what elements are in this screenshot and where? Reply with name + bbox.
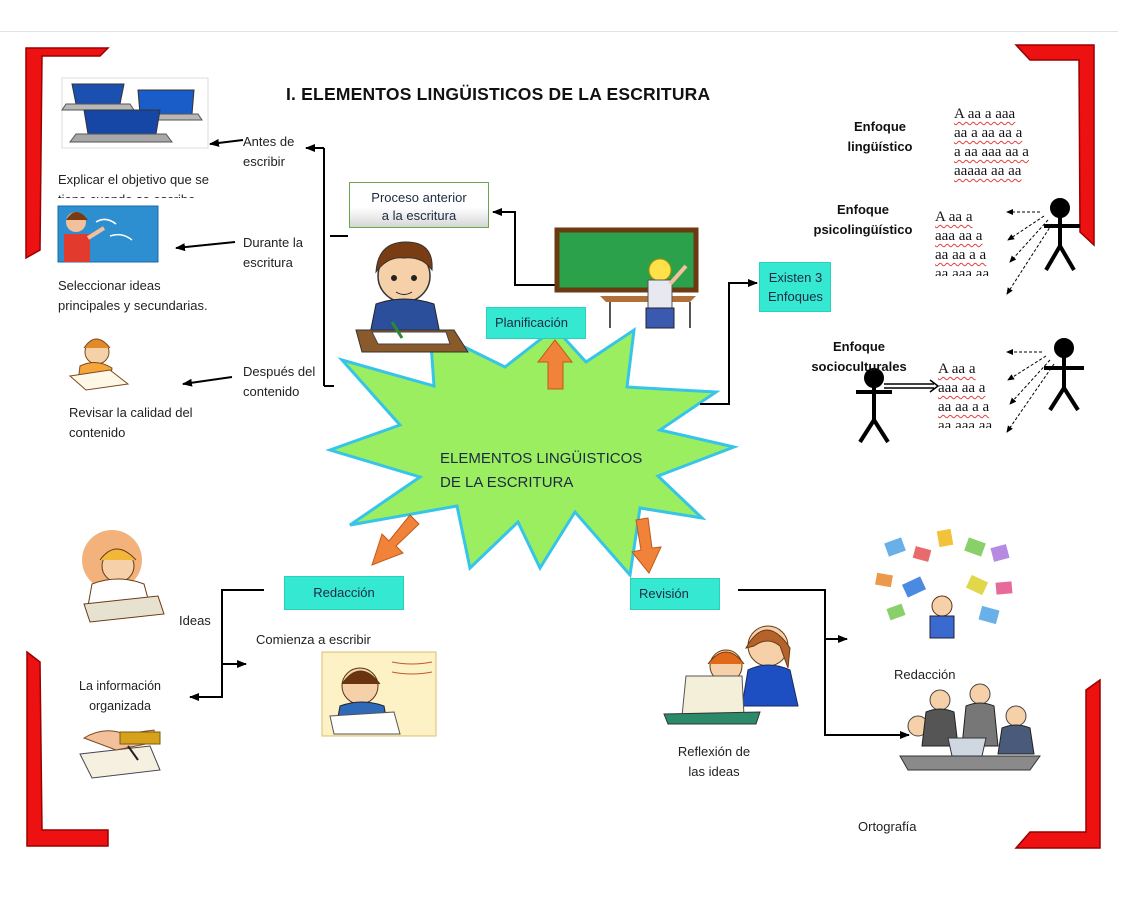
central-concept-line2: DE LA ESCRITURA	[440, 474, 574, 491]
comienza-label: Comienza a escribir	[256, 632, 371, 647]
boy-writing-illustration	[355, 241, 469, 353]
child-reading-illustration	[68, 338, 130, 391]
enfoque-linguistico-text: A aa a aaa aa a aa aa a a aa aaa aa a aa…	[954, 106, 1029, 179]
revision-box: Revisión	[630, 578, 720, 610]
objetivo-line1: Explicar el objetivo que se	[58, 172, 210, 187]
durante-line2: escritura	[243, 255, 293, 270]
stick-figure-socio-right	[1044, 338, 1084, 412]
orange-arrow-down-right	[631, 517, 662, 574]
enfoque-psico-label: Enfoque psicolingüístico	[808, 200, 918, 240]
revisar-line2: contenido	[69, 425, 126, 440]
objetivo-text: Explicar el objetivo que se tiene cuando…	[58, 170, 258, 198]
orange-arrow-up	[536, 339, 574, 390]
enfoque-psico-line2: psicolingüístico	[813, 222, 913, 237]
despues-line2: contenido	[243, 384, 300, 399]
books-collage-illustration	[875, 528, 1013, 639]
antes-line1: Antes de	[243, 134, 295, 149]
orange-arrow-down-left	[371, 514, 420, 566]
process-line2: a la escritura	[381, 208, 457, 223]
central-star	[325, 325, 740, 579]
enfoque-linguistico-label: Enfoque lingüístico	[830, 117, 930, 157]
reflexion-line2: las ideas	[688, 764, 740, 779]
enfoque-socio-line1: Enfoque	[833, 339, 885, 354]
enfoque-linguistico-line1: Enfoque	[854, 119, 906, 134]
reflexion-line1: Reflexión de	[677, 744, 751, 759]
enfoque-socio-label: Enfoque socioculturales	[804, 337, 914, 377]
despues-line1: Después del	[243, 364, 316, 379]
enfoque-psico-text: A aa a aaa aa a aa aa a a aa aaa aa	[935, 209, 990, 276]
kids-reading-illustration	[663, 625, 799, 725]
process-line1: Proceso anterior	[371, 190, 467, 205]
top-divider	[0, 31, 1118, 32]
thinking-boy-illustration	[82, 530, 165, 623]
planificacion-box: Planificación	[486, 307, 586, 339]
socio-double-arrow	[884, 379, 940, 393]
psico-dashed-arrows	[1006, 209, 1053, 295]
chalkboard-student-illustration	[554, 227, 699, 329]
ortografia-label: Ortografía	[858, 819, 917, 834]
enfoques-line2: Enfoques	[768, 289, 823, 304]
process-box: Proceso anterior a la escritura	[349, 182, 489, 228]
corner-top-right	[1014, 44, 1095, 247]
corner-bottom-left	[26, 650, 109, 847]
socio-dashed-arrows	[1006, 349, 1055, 433]
enfoque-socio-line2: socioculturales	[811, 359, 907, 374]
revision-connectors	[738, 589, 910, 739]
seleccionar-line2: principales y secundarias.	[58, 298, 208, 313]
enfoque-psico-line1: Enfoque	[837, 202, 889, 217]
info-organizada-label: La información organizada	[70, 676, 170, 716]
corner-bottom-right	[1014, 678, 1101, 849]
durante-label: Durante la escritura	[243, 233, 303, 273]
page-title: I. ELEMENTOS LINGÜISTICOS DE LA ESCRITUR…	[286, 84, 711, 104]
central-concept: ELEMENTOS LINGÜISTICOS DE LA ESCRITURA	[440, 447, 700, 495]
antes-label: Antes de escribir	[243, 132, 294, 172]
info-line1: La información	[79, 679, 161, 693]
despues-label: Después del contenido	[243, 362, 315, 402]
laptops-illustration	[61, 77, 209, 149]
hand-writing-illustration	[79, 729, 161, 779]
girl-blackboard-illustration	[57, 205, 159, 263]
info-line2: organizada	[89, 699, 151, 713]
revisar-text: Revisar la calidad del contenido	[69, 403, 193, 443]
revision-redaccion-label: Redacción	[894, 667, 956, 682]
comienza-escribir-illustration	[321, 651, 437, 737]
stick-figure-psico	[1044, 198, 1080, 272]
redaccion-box: Redacción	[284, 576, 404, 610]
corner-top-left	[25, 47, 110, 260]
stick-figure-socio-left	[856, 368, 892, 444]
redaccion-connectors	[189, 589, 264, 701]
enfoques-line1: Existen 3	[768, 270, 823, 285]
reflexion-label: Reflexión de las ideas	[668, 742, 760, 782]
enfoque-socio-text: A aa a aaa aa a aa aa a a aa aaa aa	[938, 361, 993, 428]
enfoques-box: Existen 3 Enfoques	[759, 262, 831, 312]
seleccionar-text: Seleccionar ideas principales y secundar…	[58, 276, 208, 316]
objetivo-line2: tiene cuando se escribe	[58, 190, 258, 198]
central-concept-line1: ELEMENTOS LINGÜISTICOS	[440, 450, 643, 467]
antes-line2: escribir	[243, 154, 285, 169]
enfoque-linguistico-line2: lingüístico	[847, 139, 913, 154]
seleccionar-line1: Seleccionar ideas	[58, 278, 161, 293]
durante-line1: Durante la	[243, 235, 303, 250]
ideas-label: Ideas	[179, 613, 211, 628]
meeting-illustration	[899, 683, 1041, 771]
planning-connectors	[175, 138, 758, 405]
revisar-line1: Revisar la calidad del	[69, 405, 193, 420]
